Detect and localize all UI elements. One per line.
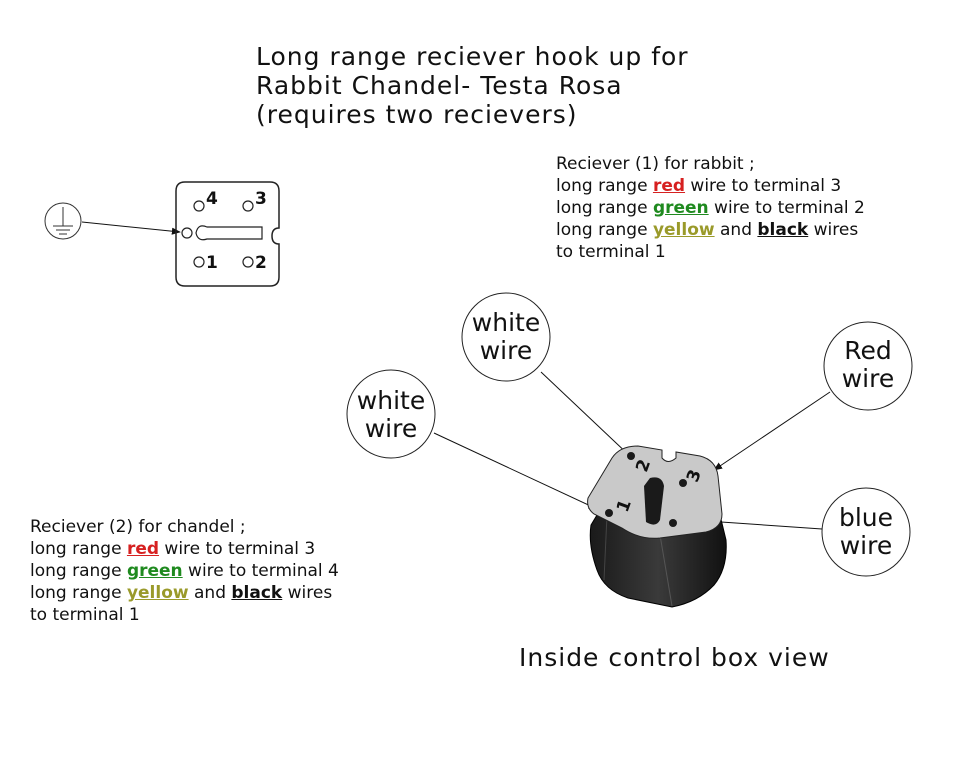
title-line-3: (requires two recievers) [256,100,578,129]
callout-white-wire-left: white wire [346,369,436,459]
terminal-3-label: 3 [255,189,267,209]
receiver-2-red-line: long range red wire to terminal 3 [30,539,316,559]
svg-text:wire: wire [365,414,418,443]
green-keyword: green [652,198,709,218]
leader-white-top [540,371,633,459]
terminal-1-label: 1 [206,253,218,273]
receiver-1-heading: Reciever (1) for rabbit ; [556,154,755,174]
callout-red-wire: Red wire [823,321,913,411]
receiver-1-yellow-black-line: long range yellow and black wires [556,220,859,240]
receiver-1-green-line: long range green wire to terminal 2 [556,198,865,218]
svg-text:white: white [357,386,425,415]
svg-text:Red: Red [844,336,892,365]
receiver-1-notes: Reciever (1) for rabbit ; long range red… [556,153,865,263]
receiver-2-last-line: to terminal 1 [30,605,140,625]
title-line-1: Long range reciever hook up for [256,42,689,71]
green-keyword: green [126,561,183,581]
svg-text:wire: wire [842,364,895,393]
receiver-plug-3d: 2 3 1 [587,445,727,608]
black-keyword: black [757,220,809,240]
receiver-2-yellow-black-line: long range yellow and black wires [30,583,333,603]
leader-white-left [433,432,598,510]
red-keyword: red [652,176,686,196]
receiver-1-red-line: long range red wire to terminal 3 [556,176,842,196]
svg-text:wire: wire [840,531,893,560]
receiver-2-heading: Reciever (2) for chandel ; [30,517,246,537]
yellow-keyword: yellow [126,583,189,603]
receiver-plug-front: 4 3 1 2 [175,181,280,287]
view-caption: Inside control box view [519,643,830,672]
diagram-title: Long range reciever hook up for Rabbit C… [256,42,689,129]
title-line-2: Rabbit Chandel- Testa Rosa [256,71,623,100]
yellow-keyword: yellow [652,220,715,240]
callout-blue-wire: blue wire [821,487,911,577]
callout-white-wire-top: white wire [461,292,551,382]
red-keyword: red [126,539,160,559]
ground-icon [44,202,82,240]
receiver-2-green-line: long range green wire to terminal 4 [30,561,339,581]
black-keyword: black [231,583,283,603]
svg-text:wire: wire [480,336,533,365]
terminal-4-label: 4 [206,189,218,209]
receiver-2-notes: Reciever (2) for chandel ; long range re… [30,516,339,626]
ground-lead [81,221,181,235]
receiver-1-last-line: to terminal 1 [556,242,666,262]
terminal-2-label: 2 [255,253,267,273]
svg-text:blue: blue [839,503,893,532]
leader-red [713,391,831,471]
svg-text:white: white [472,308,540,337]
